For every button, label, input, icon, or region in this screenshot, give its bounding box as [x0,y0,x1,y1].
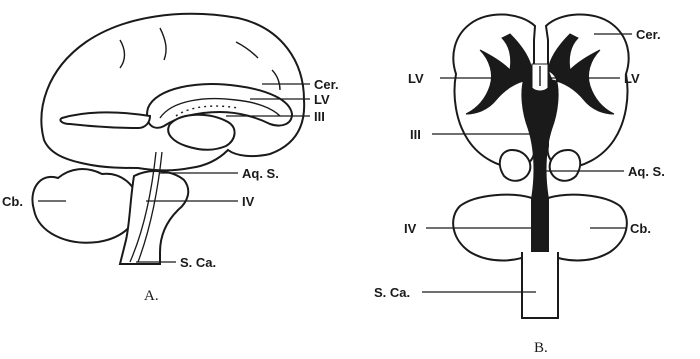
b-label-cb: Cb. [630,221,651,236]
b-spinal-cord [522,252,558,318]
a-label-iv: IV [242,194,255,209]
a-label-cer: Cer. [314,77,339,92]
a-label-cb: Cb. [2,194,23,209]
a-label-aqs: Aq. S. [242,166,279,181]
figure-b: Cer. LV LV III Aq. S. IV Cb. S. Ca. B. [374,14,665,356]
b-label-sca: S. Ca. [374,285,410,300]
a-label-iii: III [314,109,325,124]
b-label-lv-left: LV [408,71,424,86]
b-label-aqs: Aq. S. [628,164,665,179]
a-label-sca: S. Ca. [180,255,216,270]
a-caption: A. [144,288,159,304]
b-caption: B. [534,340,548,356]
b-label-iv: IV [404,221,417,236]
a-cerebellum [32,169,138,243]
b-label-lv-right: LV [624,71,640,86]
figure-a: Cer. LV III Aq. S. IV Cb. S. Ca. A. [2,14,339,304]
b-label-cer: Cer. [636,27,661,42]
b-midbrain-left [500,150,530,181]
b-midbrain-right [550,150,580,181]
a-label-lv: LV [314,92,330,107]
b-label-iii: III [410,127,421,142]
